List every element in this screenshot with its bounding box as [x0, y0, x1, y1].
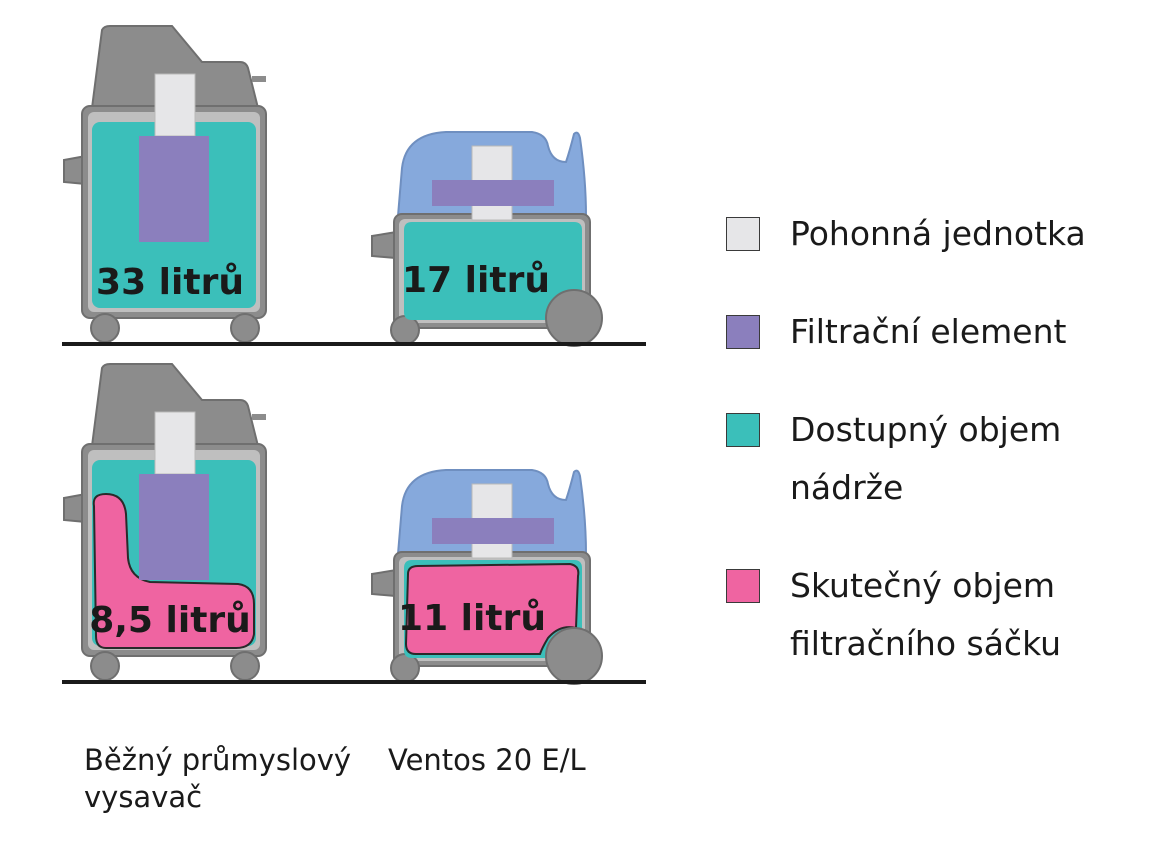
drive-unit-block: [154, 411, 196, 475]
industrial-bottom-volume-label: 8,5 litrů: [89, 600, 251, 641]
legend-item-filter-element: Filtrační element: [726, 303, 1146, 361]
bottom-row: 8,5 litrů 11 litrů: [62, 363, 646, 685]
filter-element-block: [432, 518, 554, 544]
legend-item-bag-volume: Skutečný objem filtračního sáčku: [726, 557, 1146, 673]
filter-bag-volume-area: [404, 562, 580, 655]
legend-item-tank-volume: Dostupný objem nádrže: [726, 401, 1146, 517]
caption-industrial: Běžný průmyslový vysavač: [84, 743, 352, 814]
legend-swatch-drive-unit: [726, 217, 760, 251]
drive-unit-block: [154, 73, 196, 137]
caption-ventos: Ventos 20 E/L: [388, 743, 586, 777]
legend-label: Dostupný objem nádrže: [790, 410, 1062, 507]
filter-bag-volume-area: [92, 492, 255, 649]
tank-volume-area: [404, 222, 582, 320]
legend: Pohonná jednotka Filtrační element Dostu…: [726, 205, 1146, 673]
legend-swatch-bag-volume: [726, 569, 760, 603]
industrial-top-volume-label: 33 litrů: [96, 262, 244, 303]
legend-label: Filtrační element: [790, 312, 1067, 351]
industrial-vacuum-bottom: 8,5 litrů: [63, 363, 267, 681]
legend-swatch-tank-volume: [726, 413, 760, 447]
rear-wheel: [545, 289, 603, 347]
ventos-bottom-volume-label: 11 litrů: [398, 598, 546, 639]
rear-wheel: [545, 627, 603, 685]
ventos-vacuum-bottom: 11 litrů: [371, 469, 603, 685]
industrial-vacuum-top: 33 litrů: [63, 25, 267, 343]
ventos-top-volume-label: 17 litrů: [402, 260, 550, 301]
filter-element-block: [432, 180, 554, 206]
top-row: 33 litrů 17 litrů: [62, 25, 646, 347]
legend-label: Skutečný objem filtračního sáčku: [790, 566, 1062, 663]
filter-element-block: [139, 474, 209, 580]
filter-element-block: [139, 136, 209, 242]
legend-label: Pohonná jednotka: [790, 214, 1086, 253]
legend-swatch-filter-element: [726, 315, 760, 349]
ventos-vacuum-top: 17 litrů: [371, 131, 603, 347]
legend-item-drive-unit: Pohonná jednotka: [726, 205, 1146, 263]
